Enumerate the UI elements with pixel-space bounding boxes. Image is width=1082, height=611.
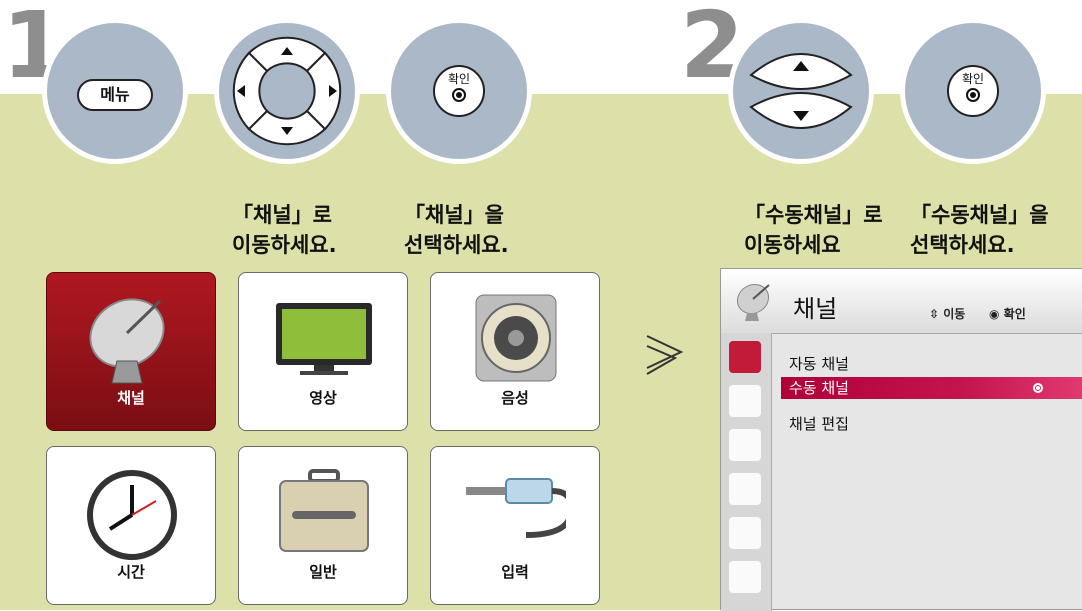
satellite-dish-icon [89,298,165,384]
caption-step2-select: 「수동채널」을 선택하세요. [910,200,1049,260]
tv-icon [276,303,372,375]
caption-line: 이동하세요 [744,233,841,257]
sidebar-item-general[interactable] [729,517,761,549]
sidebar-item-input[interactable] [729,561,761,593]
direction-pad-circle [214,18,360,164]
ok-hint-label: 확인 [1003,307,1026,321]
menu-item-label: 수동 채널 [789,379,849,397]
caption-line: 선택하세요. [404,233,509,257]
tile-time[interactable]: 시간 [46,446,216,605]
tile-general[interactable]: 일반 [238,446,408,605]
ok-dot-icon [1033,383,1043,393]
sidebar-item-time[interactable] [729,473,761,505]
direction-pad-icon[interactable] [219,23,355,159]
tile-sound[interactable]: 음성 [430,272,600,431]
chevron-right-icon [646,335,684,375]
ok-hint: ◉ 확인 [989,305,1026,322]
move-hint: ⇳ 이동 [929,305,965,322]
ok-button-2[interactable]: 확인 [947,65,999,117]
caption-line: 이동하세요. [232,233,337,257]
ok-dot-icon [452,88,466,102]
tile-channel[interactable]: 채널 [46,272,216,431]
sidebar-item-picture[interactable] [729,385,761,417]
panel-sidebar [721,333,772,611]
ok-dot-icon: ◉ [989,307,1000,321]
clock-icon [87,470,177,560]
ok-button-circle-2: 확인 [900,18,1046,164]
menu-item-auto-channel[interactable]: 자동 채널 [789,355,849,373]
ok-button-circle-1: 확인 [386,18,532,164]
caption-step1-select: 「채널」을 선택하세요. [404,200,509,260]
caption-step2-move: 「수동채널」로 이동하세요 [744,200,883,260]
menu-button-circle: 메뉴 [42,18,188,164]
menu-item-manual-channel[interactable]: 수동 채널 [781,377,1082,399]
menu-item-channel-edit[interactable]: 채널 편집 [789,415,849,433]
caption-line: 「수동채널」을 [910,203,1049,227]
panel-title: 채널 [793,295,838,323]
ok-dot-icon-2 [966,88,980,102]
caption-step1-move: 「채널」로 이동하세요. [232,200,337,260]
tile-label: 영상 [309,389,337,407]
up-down-keys-icon[interactable] [733,23,869,159]
sidebar-item-sound[interactable] [729,429,761,461]
satellite-dish-icon [736,283,770,321]
tile-label: 채널 [117,389,145,407]
ok-button-label-2: 확인 [961,72,985,86]
panel-header: 채널 ⇳ 이동 ◉ 확인 [721,269,1082,334]
tile-label: 입력 [501,563,529,581]
caption-line: 선택하세요. [910,233,1015,257]
menu-button[interactable]: 메뉴 [77,79,153,111]
caption-line: 「수동채널」로 [744,203,883,227]
tile-label: 음성 [501,389,529,407]
tile-picture[interactable]: 영상 [238,272,408,431]
tile-label: 일반 [309,563,337,581]
ok-button[interactable]: 확인 [433,65,485,117]
arrows-icon: ⇳ [929,307,940,321]
move-hint-label: 이동 [943,307,966,321]
tile-label: 시간 [117,563,145,581]
sidebar-item-channel[interactable] [729,341,761,373]
toolbox-icon [279,469,369,552]
speaker-icon [475,294,557,382]
caption-line: 「채널」로 [232,203,332,227]
ok-button-label: 확인 [447,72,471,86]
up-down-circle [728,18,874,164]
cable-plug-icon [466,478,566,538]
channel-menu-panel: 채널 ⇳ 이동 ◉ 확인 자동 채널 수동 채널 채널 편집 [720,268,1082,611]
tile-input[interactable]: 입력 [430,446,600,605]
caption-line: 「채널」을 [404,203,504,227]
